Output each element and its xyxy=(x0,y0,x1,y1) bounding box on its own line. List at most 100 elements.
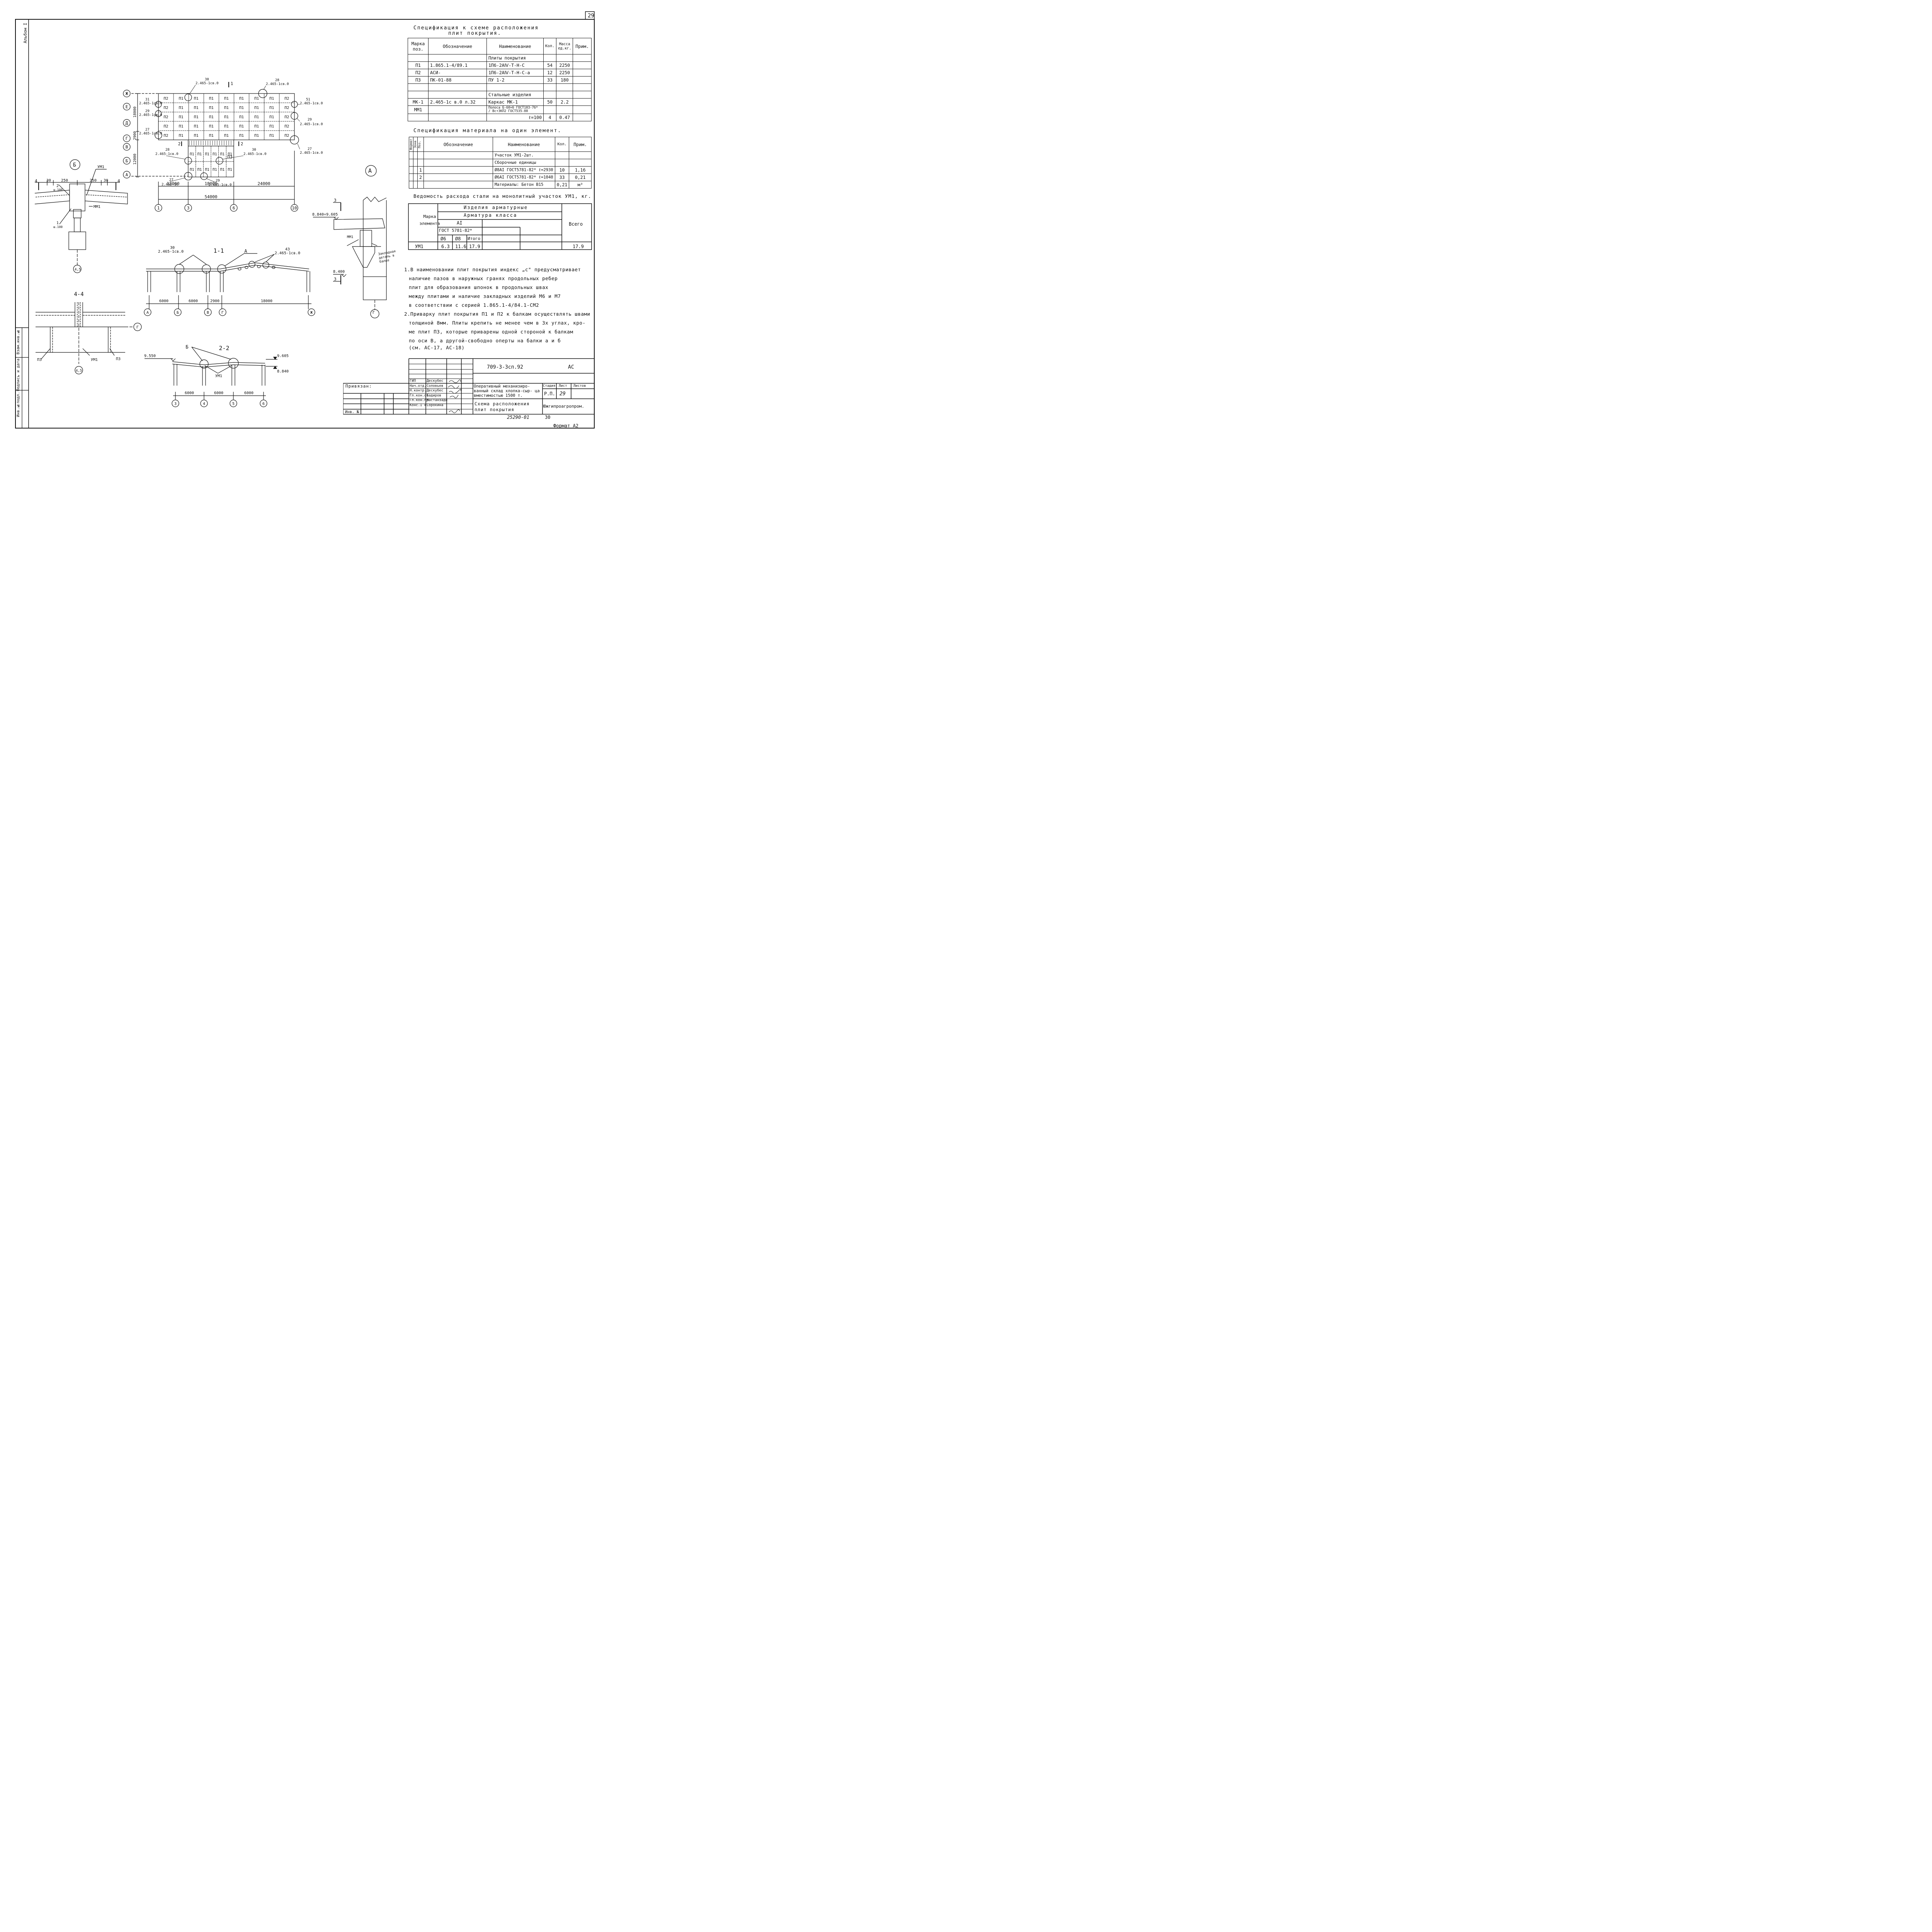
section-2-2-level-top: 9.605 xyxy=(277,354,289,358)
spec1-cell: ПУ 1-2 xyxy=(486,76,544,84)
plan-slab-cell xyxy=(249,121,265,131)
plan-slab-label-lower: П1 xyxy=(213,168,217,172)
spec2-h-qty: Кол. xyxy=(554,137,570,152)
section-4-4-label: П3 xyxy=(37,358,42,362)
plan-slab-cell xyxy=(279,121,295,131)
plan-slab-cell xyxy=(279,93,295,103)
spec2-cell xyxy=(413,159,418,167)
plan-slab-cell xyxy=(264,121,280,131)
plan-axis-10: 10 xyxy=(292,206,297,211)
section-1-1-dim: 18000 xyxy=(261,299,272,303)
plan-dim-total: 54000 xyxy=(204,194,217,199)
spec1-cell xyxy=(556,91,573,99)
spec1-cell: 33 xyxy=(543,76,557,84)
steel-col-d6: Ø6 xyxy=(440,236,446,242)
spec1-cell xyxy=(573,61,592,69)
steel-row-d8: 11.6 xyxy=(455,244,466,249)
spec1-cell: МК-1 xyxy=(408,98,429,106)
spec1-h-name: Наименование xyxy=(486,38,544,54)
stamp-role: Гл.кон.от xyxy=(410,393,429,398)
spec1-cell: 2250 xyxy=(556,61,573,69)
section-1-1-ref: А xyxy=(244,248,247,254)
note-line: толщиной 8мм. Плиты крепить не менее чем… xyxy=(409,320,586,326)
plan-slab-cell xyxy=(203,130,219,140)
stamp-name: Мастанзаде xyxy=(427,398,448,403)
section-1-1-axis: В xyxy=(207,311,209,315)
plan-slab-cell xyxy=(264,130,280,140)
steel-table xyxy=(408,203,592,250)
plan-slab-cell xyxy=(173,121,189,131)
plan-dim: 12000 xyxy=(167,181,179,186)
spec2-cell xyxy=(417,151,424,159)
node-b-dim: 250 xyxy=(61,179,68,183)
sheet-number: 29 xyxy=(588,13,594,19)
node-b-label-mm1: ММ1 xyxy=(94,205,100,209)
spec1-cell xyxy=(573,114,592,121)
spec2-cell: 1 xyxy=(417,166,424,174)
spec2-cell xyxy=(554,151,570,159)
section-2-2-level-bottom: 8.840 xyxy=(277,369,289,374)
steel-row-total: 17.9 xyxy=(573,244,584,249)
section-1-1-callout-ref: 2.465-1св.0 xyxy=(158,250,184,254)
plan-slab-cell xyxy=(203,102,219,112)
node-a-section-mark-bottom: 3 xyxy=(334,277,337,282)
spec1-cell xyxy=(408,54,429,62)
spec1-cell xyxy=(543,91,557,99)
plan-slab-cell xyxy=(279,112,295,122)
plan-slab-label: П1 xyxy=(194,134,199,138)
spec1-cell xyxy=(573,69,592,77)
note-line: наличие пазов в наружных гранях продольн… xyxy=(409,276,558,281)
plan-callout-num: 28 xyxy=(165,148,170,152)
plan-slab-label: П1 xyxy=(239,134,244,138)
spec1-cell: 0.47 xyxy=(556,114,573,121)
plan-slab-label: П1 xyxy=(209,134,214,138)
spec1-cell xyxy=(543,83,557,91)
stamp-role: Нач.отд. xyxy=(410,384,427,388)
section-1-1-axis: Ж xyxy=(310,311,313,315)
section-2-2-axis: 3 xyxy=(174,402,177,406)
plan-cut-2: 2 xyxy=(178,141,181,146)
spec1-cell: 54 xyxy=(543,61,557,69)
plan-slab-cell xyxy=(203,121,219,131)
plan-slab-cell xyxy=(249,93,265,103)
stamp-stage: Р.П. xyxy=(544,391,555,396)
spec2-cell xyxy=(554,159,570,167)
plan-axis-3: 3 xyxy=(187,206,190,211)
plan-dim-left: 2900 xyxy=(133,131,137,140)
spec1-cell xyxy=(573,98,592,106)
plan-callout-ref: 2.465-1св.0 xyxy=(139,113,162,117)
plan-slab-label: П2 xyxy=(284,97,289,101)
stamp-name: Дескубес xyxy=(427,389,444,393)
stamp-code: 709-3-3сп.92 xyxy=(487,364,523,370)
spec1-cell xyxy=(428,83,487,91)
plan-callout-num: 51 xyxy=(306,98,310,102)
section-1-1-axis: Г xyxy=(221,311,224,315)
plan-slab-label-lower: П1 xyxy=(220,152,225,156)
spec2-cell xyxy=(423,181,493,189)
plan-slab-label: П2 xyxy=(164,97,168,101)
spec1-cell: Каркас МК-1 xyxy=(486,98,544,106)
section-1-1-dim: 2900 xyxy=(210,299,219,303)
spec1-cell: 1.865.1-4/89.1 xyxy=(428,61,487,69)
spec2-row: Участок УМ1-2шт. xyxy=(409,151,592,159)
stamp-role: Гл.кон.пр xyxy=(410,398,429,403)
steel-row-sum: 17.9 xyxy=(469,244,480,249)
side-stamp-inv: Инв.№подл. xyxy=(16,392,20,417)
section-2-2-axis: 4 xyxy=(203,402,205,406)
spec1-h-mark: Марка поз. xyxy=(408,38,429,54)
plan-cut-1: 1 xyxy=(231,81,233,86)
plan-callout-num: 30 xyxy=(252,148,256,152)
note-line: между плитами и наличие закладных издели… xyxy=(409,293,561,299)
plan-slab-label: П1 xyxy=(209,115,214,119)
spec1-cell xyxy=(408,83,429,91)
steel-h-total: Всего xyxy=(569,221,583,227)
spec1-cell xyxy=(573,83,592,91)
steel-row-d6: 6.3 xyxy=(441,244,450,249)
plan-axis-E: Е xyxy=(126,104,128,109)
stamp-name: Сорокина xyxy=(427,403,444,407)
stamp-project: Оперативный механизиро- ванный склад хло… xyxy=(474,384,540,398)
note-line: 1.В наименовании плит покрытия индекс „с… xyxy=(404,267,581,272)
plan-slab-label: П1 xyxy=(224,124,229,129)
